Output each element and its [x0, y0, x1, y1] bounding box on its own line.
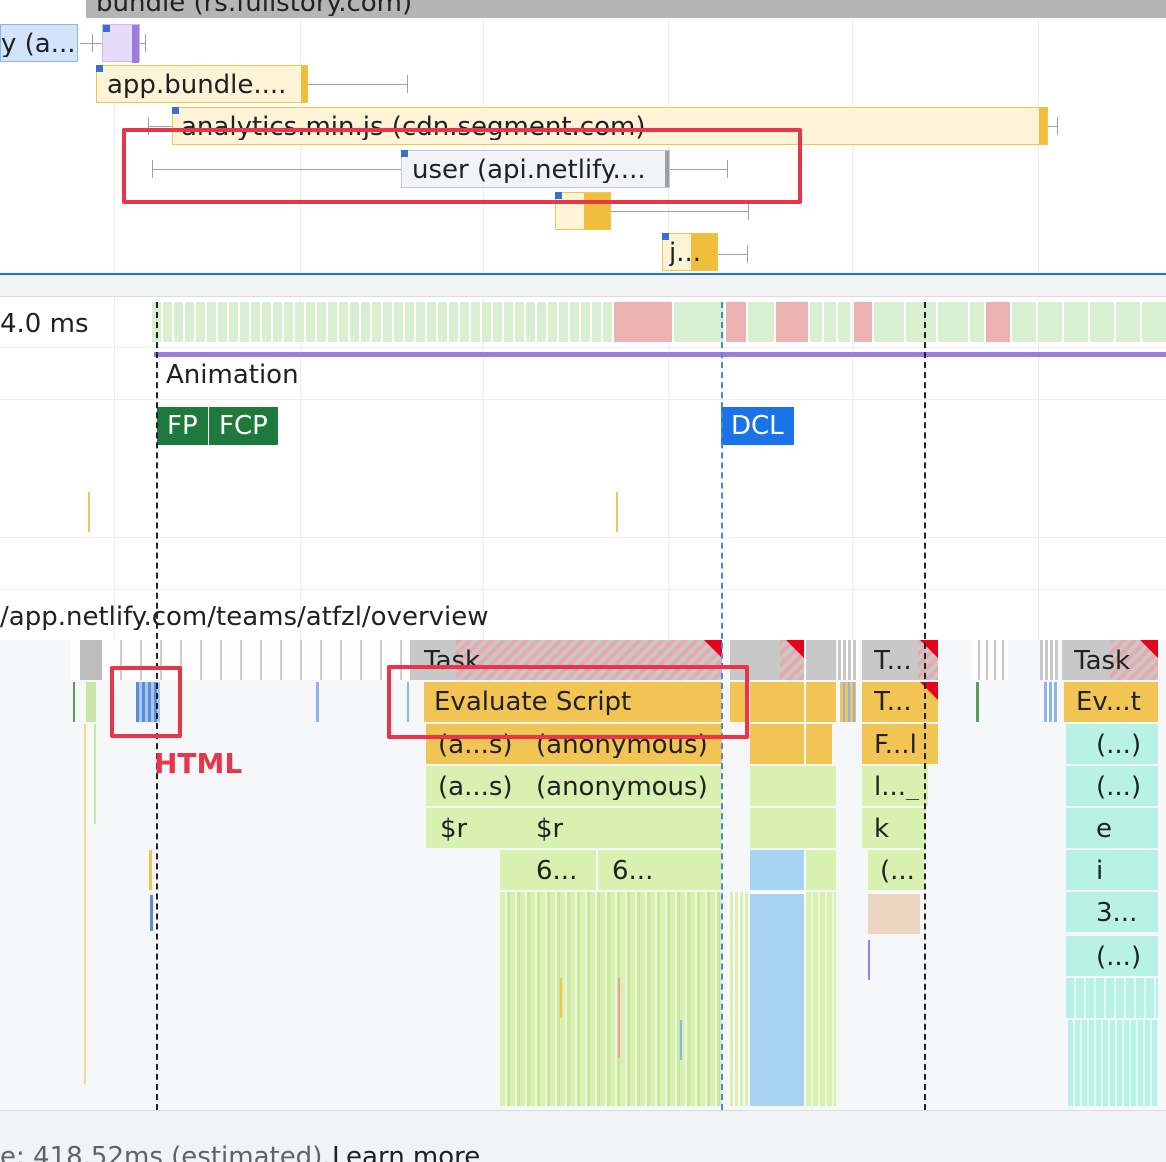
flame-function[interactable]: (...) [1066, 766, 1158, 806]
network-request-label: y (a... [1, 31, 76, 57]
flame-label: i [1096, 858, 1104, 884]
flame-function[interactable]: F...l [862, 724, 938, 764]
load-time-marker [924, 302, 926, 1110]
flame-label: $r [440, 816, 468, 842]
flame-slivers-left [70, 640, 410, 680]
event-tick[interactable] [616, 492, 618, 532]
flame-task[interactable] [730, 640, 804, 680]
flame-task[interactable]: Task [410, 640, 722, 680]
flame-label: (...) [1096, 944, 1142, 970]
annotation-box-evaluate-script [387, 665, 749, 739]
flame-function[interactable]: (...) [1066, 936, 1158, 976]
animation-bar[interactable] [154, 352, 1166, 357]
flame-label: Ev...t [1076, 689, 1141, 715]
network-request-small[interactable] [102, 24, 140, 63]
network-request-left[interactable]: y (a... [0, 24, 78, 62]
network-request-label: user (api.netlify.... [412, 157, 646, 183]
flame-label: T... [874, 689, 912, 715]
footer-estimate-text: e: 418.52ms (estimated). [0, 1144, 331, 1162]
dcl-marker[interactable]: DCL [721, 407, 794, 445]
flame-label: T... [874, 648, 912, 674]
annotation-box-html [110, 666, 182, 738]
network-request-label: j... [669, 240, 702, 266]
flame-function[interactable]: i [1066, 850, 1158, 890]
network-request-small-yellow[interactable] [555, 192, 611, 230]
flame-label: k [874, 816, 890, 842]
flame-function[interactable]: 3... [1066, 892, 1158, 932]
flame-evaluate-script[interactable]: Ev...t [1064, 682, 1158, 722]
network-request-user[interactable]: user (api.netlify.... [401, 150, 670, 188]
flame-label: (a...s) [438, 774, 513, 800]
network-request-bundle[interactable]: bundle (rs.fullstory.com) [86, 0, 1166, 18]
fcp-marker[interactable]: FCP [209, 407, 278, 445]
flame-function[interactable]: (a...s) (anonymous) [426, 724, 722, 764]
annotation-html-label: HTML [154, 750, 243, 778]
flame-label: 3... [1096, 900, 1138, 926]
fp-marker[interactable]: FP [157, 407, 208, 445]
flame-function[interactable]: k [862, 808, 926, 848]
flame-deep-calls[interactable] [500, 892, 722, 1106]
flame-label: l..._ [874, 774, 920, 800]
flame-label: 6... [612, 858, 654, 884]
flame-function[interactable]: l..._ [862, 766, 928, 806]
network-request-label: app.bundle.... [107, 72, 287, 98]
flame-function[interactable]: 6... [598, 850, 722, 890]
section-resizer[interactable] [0, 275, 1166, 297]
flame-label: $r [536, 816, 564, 842]
flame-label: Evaluate Script [434, 689, 632, 715]
flame-function[interactable]: (a...s) (anonymous) [426, 766, 722, 806]
frames-track[interactable] [152, 302, 1166, 342]
flame-function[interactable]: 6... [500, 850, 596, 890]
section-divider [0, 273, 1166, 275]
learn-more-link[interactable]: Learn more [332, 1144, 481, 1162]
flame-evaluate-script[interactable]: Evaluate Script [424, 682, 722, 722]
flame-label: (... [880, 858, 915, 884]
flame-label: (...) [1096, 774, 1142, 800]
network-request-label: bundle (rs.fullstory.com) [96, 0, 413, 16]
flame-label: Task [424, 648, 481, 674]
network-request-label: analytics.min.js (cdn.segment.com) [181, 114, 646, 140]
flame-blue-calls[interactable] [750, 892, 804, 1106]
flame-function[interactable]: (...) [1066, 724, 1158, 764]
flame-evaluate-script[interactable]: T... [862, 682, 938, 722]
network-request-j[interactable]: j... [662, 233, 718, 271]
flame-task[interactable]: Task [1062, 640, 1158, 680]
animation-label: Animation [166, 362, 299, 388]
flame-label: (...) [1096, 732, 1142, 758]
flame-task[interactable]: T... [862, 640, 938, 680]
main-thread-url: /app.netlify.com/teams/atfzl/overview [0, 604, 489, 630]
flame-function[interactable]: $r $r [426, 808, 722, 848]
flame-label: e [1096, 816, 1112, 842]
footer-bar: e: 418.52ms (estimated). Learn more [0, 1110, 1166, 1162]
event-tick[interactable] [88, 492, 90, 532]
flame-function[interactable]: e [1066, 808, 1158, 848]
network-track: bundle (rs.fullstory.com) y (a... app.bu… [0, 0, 1166, 275]
annotation-box-user-request [122, 128, 802, 204]
fcp-time-marker [156, 302, 158, 1110]
flame-label: 6... [536, 858, 578, 884]
network-request-analytics[interactable]: analytics.min.js (cdn.segment.com) [172, 107, 1048, 145]
frames-timing-label: 4.0 ms [0, 311, 89, 337]
flame-label: Task [1074, 648, 1131, 674]
flame-label: (anonymous) [536, 774, 708, 800]
flame-function[interactable]: (... [868, 850, 924, 890]
dcl-time-marker [721, 302, 723, 1110]
flame-label: F...l [874, 732, 917, 758]
network-request-app-bundle[interactable]: app.bundle.... [96, 65, 308, 103]
